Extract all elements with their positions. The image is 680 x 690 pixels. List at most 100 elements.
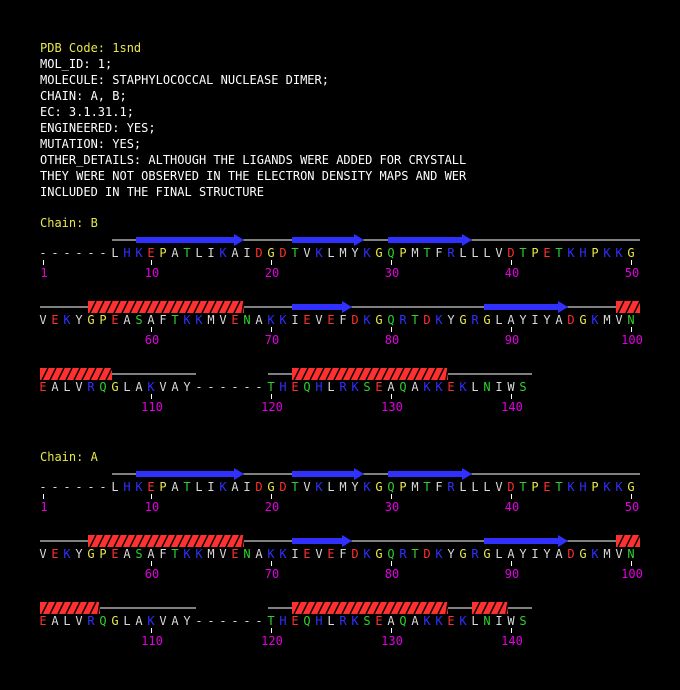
- residue-tick: [43, 260, 44, 265]
- residue-tick: [511, 327, 512, 332]
- residue-tick: [391, 327, 392, 332]
- residue: K: [363, 480, 371, 494]
- alpha-helix: [40, 601, 101, 615]
- residue: K: [279, 547, 287, 561]
- residue: L: [327, 614, 335, 628]
- residue: P: [159, 246, 167, 260]
- header-line: MUTATION: YES;: [40, 137, 142, 151]
- sequence-gap: -: [195, 614, 203, 628]
- residue: Y: [183, 614, 191, 628]
- residue: E: [147, 246, 155, 260]
- sequence-gap: -: [255, 380, 263, 394]
- residue: E: [543, 480, 551, 494]
- residue: V: [615, 313, 623, 327]
- residue: D: [351, 313, 359, 327]
- residue: K: [135, 246, 143, 260]
- beta-strand-arrow: [136, 468, 244, 480]
- residue: I: [531, 547, 539, 561]
- residue: Q: [387, 547, 395, 561]
- residue: F: [435, 480, 443, 494]
- residue: A: [555, 547, 563, 561]
- residue: K: [147, 614, 155, 628]
- residue: D: [507, 246, 515, 260]
- residue: G: [627, 246, 635, 260]
- residue: A: [51, 380, 59, 394]
- residue: M: [603, 313, 611, 327]
- residue: E: [327, 547, 335, 561]
- residue: I: [531, 313, 539, 327]
- residue: K: [435, 547, 443, 561]
- residue: L: [63, 380, 71, 394]
- residue-number: 50: [624, 266, 640, 280]
- residue: S: [519, 614, 527, 628]
- residue: P: [99, 313, 107, 327]
- residue: A: [387, 380, 395, 394]
- residue: K: [591, 313, 599, 327]
- residue: R: [339, 614, 347, 628]
- residue: I: [207, 480, 215, 494]
- residue: V: [315, 547, 323, 561]
- residue: T: [423, 480, 431, 494]
- residue: A: [255, 313, 263, 327]
- residue-tick: [511, 494, 512, 499]
- residue: V: [75, 380, 83, 394]
- residue: K: [315, 246, 323, 260]
- residue: G: [111, 614, 119, 628]
- residue: H: [279, 380, 287, 394]
- residue: K: [615, 246, 623, 260]
- residue: F: [339, 547, 347, 561]
- residue: Y: [447, 313, 455, 327]
- sequence-gap: -: [39, 246, 47, 260]
- residue: H: [315, 614, 323, 628]
- header-line: MOL_ID: 1;: [40, 57, 113, 71]
- residue: G: [483, 547, 491, 561]
- residue: P: [159, 480, 167, 494]
- residue: K: [603, 480, 611, 494]
- residue: E: [447, 614, 455, 628]
- residue-tick: [391, 628, 392, 633]
- residue: G: [87, 313, 95, 327]
- residue: N: [627, 547, 635, 561]
- residue: Y: [543, 313, 551, 327]
- residue-tick: [271, 327, 272, 332]
- residue: L: [471, 614, 479, 628]
- residue: N: [243, 547, 251, 561]
- residue: D: [279, 480, 287, 494]
- residue: E: [231, 547, 239, 561]
- residue: A: [255, 547, 263, 561]
- residue: F: [435, 246, 443, 260]
- residue: G: [627, 480, 635, 494]
- residue: K: [63, 313, 71, 327]
- residue: P: [399, 480, 407, 494]
- residue: Y: [351, 246, 359, 260]
- residue-tick: [631, 494, 632, 499]
- residue: D: [255, 246, 263, 260]
- residue-number: 40: [504, 266, 520, 280]
- residue: T: [423, 246, 431, 260]
- sequence-gap: -: [243, 380, 251, 394]
- residue: G: [375, 313, 383, 327]
- residue: R: [399, 313, 407, 327]
- residue-tick: [151, 628, 152, 633]
- residue: Y: [447, 547, 455, 561]
- residue-tick: [631, 327, 632, 332]
- alpha-helix: [88, 534, 245, 548]
- beta-strand-arrow: [292, 468, 364, 480]
- residue: V: [39, 313, 47, 327]
- residue: K: [183, 547, 191, 561]
- residue-tick: [271, 394, 272, 399]
- beta-strand-arrow: [388, 234, 472, 246]
- residue: L: [123, 380, 131, 394]
- residue: E: [147, 480, 155, 494]
- residue: N: [627, 313, 635, 327]
- residue: K: [423, 614, 431, 628]
- residue-number: 1: [40, 500, 48, 514]
- residue: L: [111, 246, 119, 260]
- residue: M: [411, 480, 419, 494]
- header-line: MOLECULE: STAPHYLOCOCCAL NUCLEASE DIMER;: [40, 73, 329, 87]
